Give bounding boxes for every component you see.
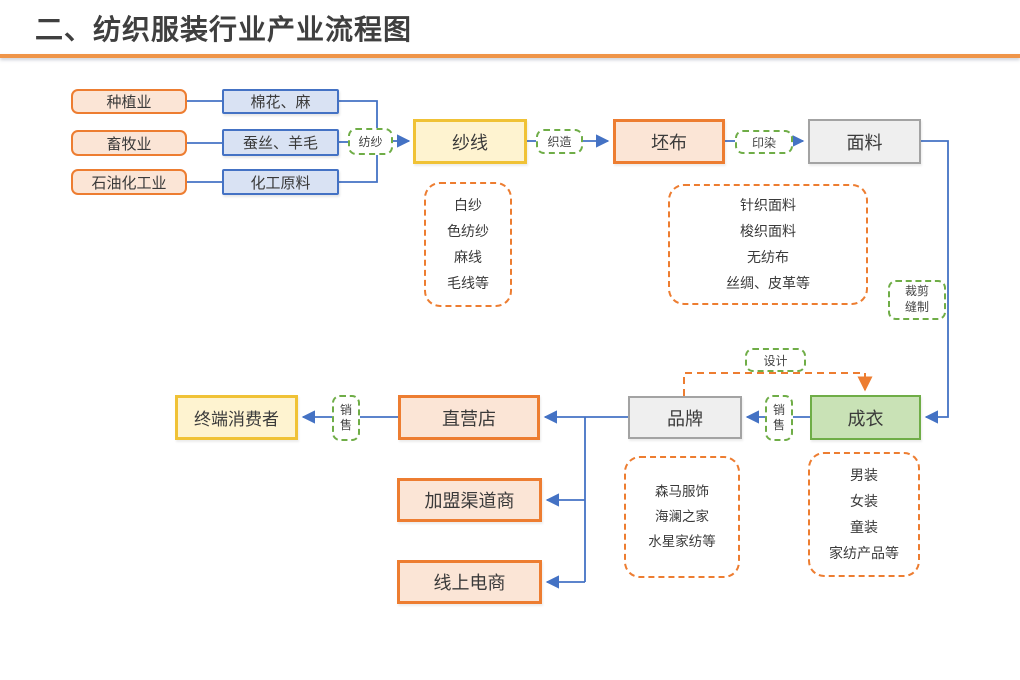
node-garment: 成衣: [810, 395, 921, 440]
node-yarn: 纱线: [413, 119, 527, 164]
garment-type-item: 家纺产品等: [829, 544, 899, 561]
process-label-cut-sew: 裁剪缝制: [888, 280, 946, 320]
node-direct-store: 直营店: [398, 395, 540, 440]
node-cotton-hemp: 棉花、麻: [222, 89, 339, 114]
fabric-type-item: 丝绸、皮革等: [726, 274, 810, 291]
node-petrochem: 石油化工业: [71, 169, 187, 195]
yarn-type-item: 白纱: [454, 197, 482, 214]
node-husbandry: 畜牧业: [71, 130, 187, 156]
process-label-design: 设计: [745, 348, 806, 372]
design-feedback-path: [683, 372, 873, 396]
brand-example-item: 水星家纺等: [648, 534, 716, 550]
list-garment-types: 男装 女装 童装 家纺产品等: [808, 452, 920, 577]
node-brand-label: 品牌: [667, 408, 703, 429]
fabric-type-item: 梭织面料: [740, 223, 796, 240]
process-label-cut-sew-text: 裁剪缝制: [905, 284, 930, 314]
node-petrochem-label: 石油化工业: [91, 174, 167, 192]
node-franchise-label: 加盟渠道商: [424, 491, 515, 511]
list-fabric-types: 针织面料 梭织面料 无纺布 丝绸、皮革等: [668, 184, 868, 305]
title-underline: [0, 54, 1020, 58]
node-planting: 种植业: [71, 89, 187, 114]
node-chem-materials: 化工原料: [222, 169, 339, 195]
garment-type-item: 童装: [850, 519, 878, 535]
node-silk-wool-label: 蚕丝、羊毛: [242, 135, 318, 152]
node-planting-label: 种植业: [106, 94, 152, 111]
yarn-type-item: 毛线等: [447, 274, 489, 291]
node-franchise: 加盟渠道商: [397, 478, 542, 522]
node-ecommerce-label: 线上电商: [433, 573, 506, 593]
garment-type-item: 女装: [850, 493, 878, 510]
node-consumer-label: 终端消费者: [194, 410, 279, 429]
node-garment-label: 成衣: [847, 408, 884, 429]
process-label-dyeing: 印染: [735, 130, 793, 154]
process-label-spinning: 纺纱: [348, 128, 393, 155]
node-brand: 品牌: [628, 396, 742, 439]
fabric-type-item: 无纺布: [747, 249, 789, 265]
yarn-type-item: 麻线: [454, 249, 482, 265]
node-yarn-label: 纱线: [452, 132, 488, 153]
process-label-weaving: 织造: [536, 129, 583, 154]
fabric-type-item: 针织面料: [740, 197, 796, 214]
process-label-sales-consumer: 销售: [332, 395, 360, 441]
process-label-spinning-text: 纺纱: [358, 135, 383, 149]
process-label-sales-brand-text: 销售: [773, 403, 786, 432]
garment-type-item: 男装: [850, 467, 878, 484]
node-cotton-hemp-label: 棉花、麻: [250, 94, 311, 111]
node-chem-materials-label: 化工原料: [250, 174, 311, 192]
list-brand-examples: 森马服饰 海澜之家 水星家纺等: [624, 456, 740, 578]
process-label-sales-brand: 销售: [765, 395, 793, 441]
page-title: 二、纺织服装行业产业流程图: [35, 14, 413, 45]
node-fabric-label: 面料: [846, 132, 883, 153]
node-ecommerce: 线上电商: [397, 560, 542, 604]
yarn-type-item: 色纺纱: [447, 223, 489, 240]
node-greige-label: 坯布: [651, 132, 687, 153]
node-fabric: 面料: [808, 119, 921, 164]
brand-example-item: 森马服饰: [655, 483, 709, 499]
node-silk-wool: 蚕丝、羊毛: [222, 129, 339, 156]
process-label-sales-consumer-text: 销售: [340, 403, 353, 432]
process-label-weaving-text: 织造: [547, 135, 572, 149]
process-label-design-text: 设计: [763, 353, 788, 368]
blue-connectors: [187, 100, 949, 589]
list-yarn-types: 白纱 色纺纱 麻线 毛线等: [424, 182, 512, 307]
brand-example-item: 海澜之家: [655, 508, 709, 524]
node-greige: 坯布: [613, 119, 725, 164]
node-consumer: 终端消费者: [175, 395, 298, 440]
node-direct-store-label: 直营店: [442, 408, 496, 429]
node-husbandry-label: 畜牧业: [106, 135, 152, 153]
process-label-dyeing-text: 印染: [751, 135, 776, 150]
